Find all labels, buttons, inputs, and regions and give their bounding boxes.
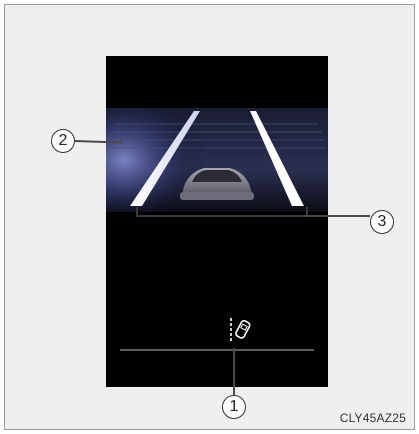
callout-2: 2 [51, 129, 75, 153]
callout-3-leader [304, 215, 370, 217]
callout-3-label: 3 [378, 214, 387, 230]
callout-1: 1 [222, 395, 246, 419]
lane-assist-screen [106, 56, 328, 387]
callout-2-label: 2 [59, 133, 68, 149]
multi-information-display [106, 56, 328, 387]
callout-1-leader [233, 348, 235, 396]
figure-code: CLY45AZ25 [340, 411, 406, 425]
callout-3-bracket [136, 207, 308, 217]
illustration-frame: 2 3 1 CLY45AZ25 [4, 4, 415, 430]
callout-3: 3 [370, 210, 394, 234]
callout-2-leader [75, 140, 123, 143]
callout-1-label: 1 [230, 399, 239, 415]
lane-departure-icon [231, 318, 251, 342]
